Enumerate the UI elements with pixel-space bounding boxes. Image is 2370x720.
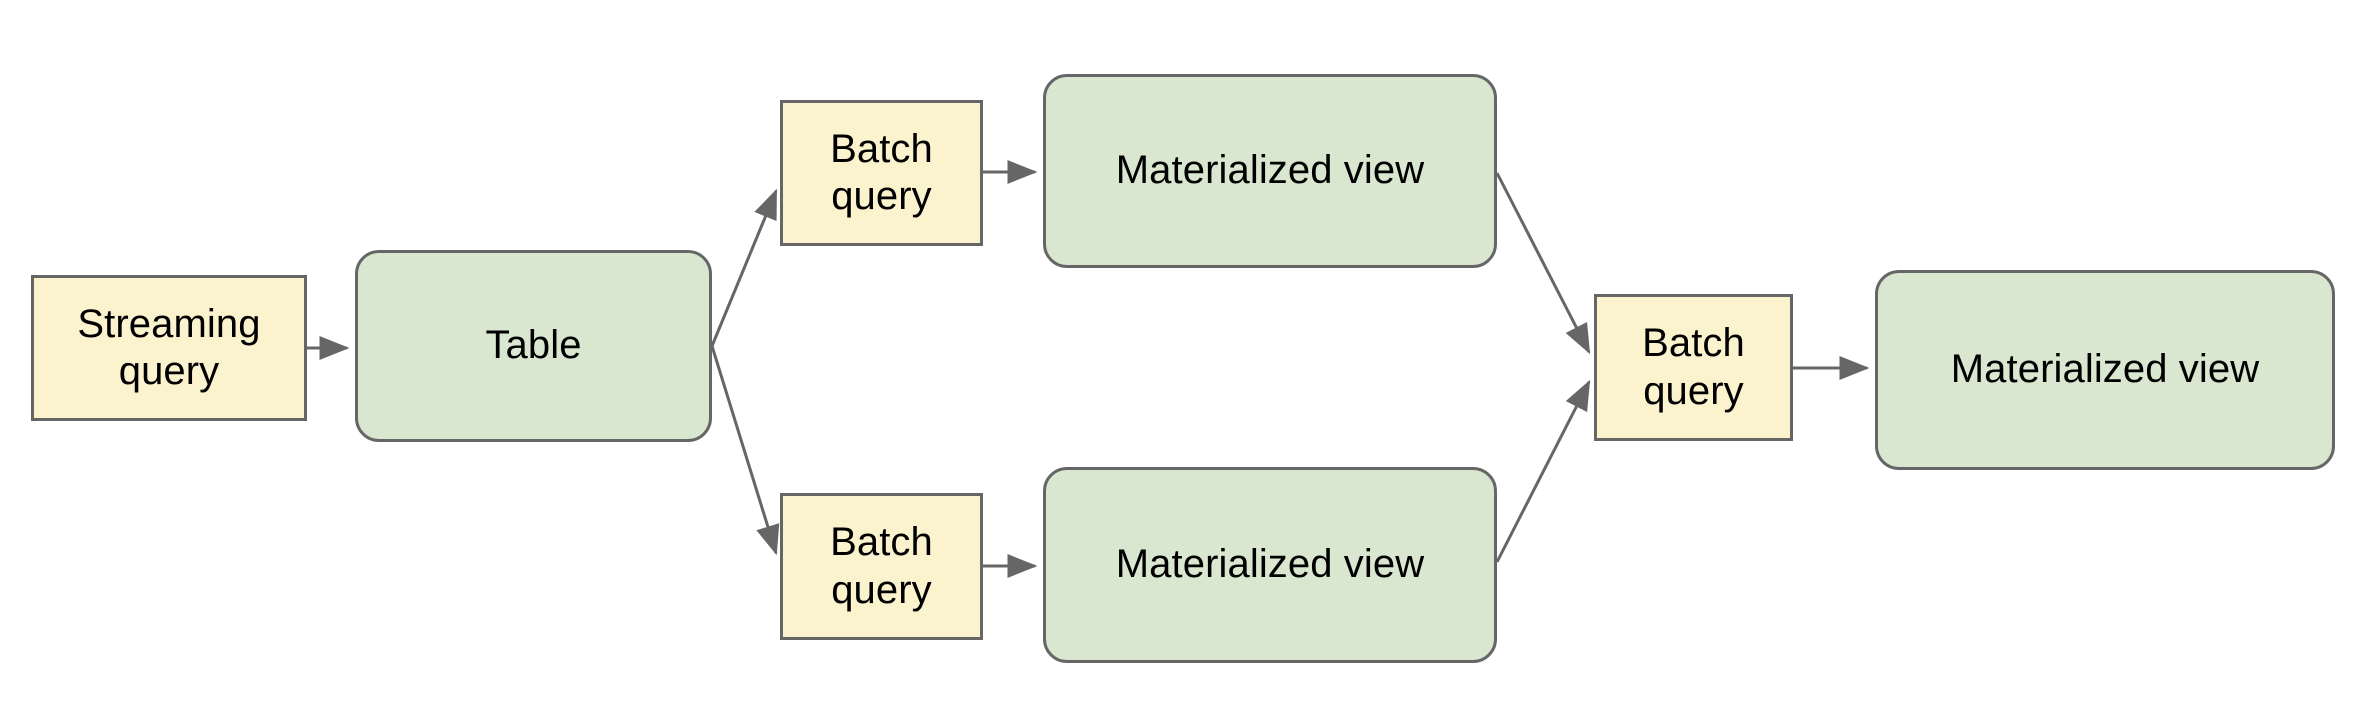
node-label-materialized-view-bottom: Materialized view bbox=[1115, 542, 1425, 587]
node-batch-query-top[interactable]: Batch query bbox=[780, 100, 983, 246]
node-label-table: Table bbox=[485, 323, 582, 368]
node-streaming-query[interactable]: Streaming query bbox=[31, 275, 307, 421]
node-label-batch-query-bottom: Batch query bbox=[830, 520, 933, 612]
node-batch-query-bottom[interactable]: Batch query bbox=[780, 493, 983, 640]
node-materialized-view-bottom[interactable]: Materialized view bbox=[1043, 467, 1497, 663]
node-batch-query-right[interactable]: Batch query bbox=[1594, 294, 1793, 441]
node-label-materialized-view-right: Materialized view bbox=[1950, 347, 2260, 392]
edge-table-to-batch-query-top bbox=[710, 188, 778, 347]
node-label-batch-query-right: Batch query bbox=[1642, 321, 1745, 413]
node-materialized-view-top[interactable]: Materialized view bbox=[1043, 74, 1497, 268]
node-label-batch-query-top: Batch query bbox=[830, 126, 933, 218]
node-label-materialized-view-top: Materialized view bbox=[1115, 148, 1425, 193]
node-table[interactable]: Table bbox=[355, 250, 712, 442]
edge-materialized-view-bottom-to-batch-query-right bbox=[1495, 379, 1591, 563]
node-materialized-view-right[interactable]: Materialized view bbox=[1875, 270, 2335, 470]
node-label-streaming-query: Streaming query bbox=[77, 301, 261, 393]
edge-table-to-batch-query-bottom bbox=[710, 345, 780, 556]
edge-materialized-view-top-to-batch-query-right bbox=[1495, 172, 1591, 355]
